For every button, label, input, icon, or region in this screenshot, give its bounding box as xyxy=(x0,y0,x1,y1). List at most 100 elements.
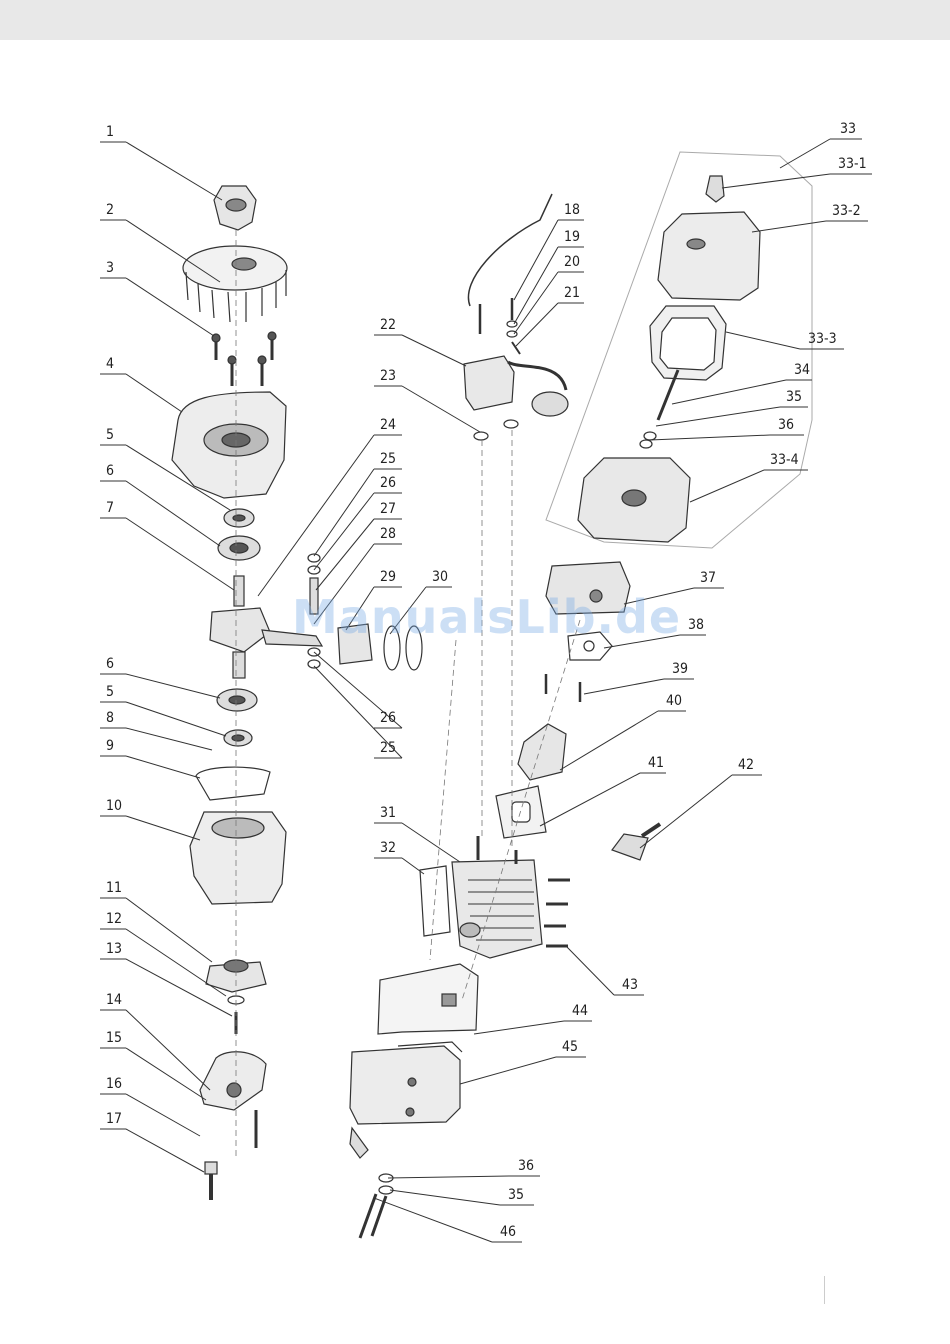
part-muffler xyxy=(350,1042,462,1158)
leader-line xyxy=(314,493,374,570)
callout-33: 33 xyxy=(840,121,856,137)
leader-line xyxy=(514,272,558,334)
callout-33-4: 33-4 xyxy=(770,452,799,468)
callout-40: 40 xyxy=(666,693,682,709)
part-bearings-lower xyxy=(217,689,257,746)
part-knob xyxy=(706,176,724,202)
callout-36: 36 xyxy=(778,417,794,433)
leader-line xyxy=(126,756,200,778)
callout-33-3: 33-3 xyxy=(808,331,837,347)
part-filter-bolt xyxy=(640,370,678,448)
leader-line xyxy=(726,332,800,349)
leader-line xyxy=(672,380,786,404)
callout-21: 21 xyxy=(564,285,580,301)
callout-24: 24 xyxy=(380,417,396,433)
leader-line xyxy=(126,1094,200,1136)
leader-line xyxy=(126,1048,206,1100)
leader-line xyxy=(126,816,200,840)
leader-line xyxy=(126,728,212,750)
callout-28: 28 xyxy=(380,526,396,542)
leader-line xyxy=(722,174,830,188)
callout-26: 26 xyxy=(380,475,396,491)
part-clutch xyxy=(200,1052,266,1148)
callout-6: 6 xyxy=(106,463,114,479)
part-insulator-gasket xyxy=(496,786,546,838)
part-bolt-17 xyxy=(205,1162,217,1200)
leader-line xyxy=(402,858,424,874)
callout-18: 18 xyxy=(564,202,580,218)
callout-45: 45 xyxy=(562,1039,578,1055)
page-edge-mark xyxy=(824,1276,825,1304)
callout-19: 19 xyxy=(564,229,580,245)
leader-line xyxy=(402,335,466,366)
callout-38: 38 xyxy=(688,617,704,633)
callout-26: 26 xyxy=(380,710,396,726)
callout-25: 25 xyxy=(380,451,396,467)
callout-6: 6 xyxy=(106,656,114,672)
callout-15: 15 xyxy=(106,1030,122,1046)
leader-line xyxy=(514,247,558,324)
leader-line xyxy=(650,435,770,440)
callout-11: 11 xyxy=(106,880,122,896)
leader-line xyxy=(514,220,558,300)
callout-12: 12 xyxy=(106,911,122,927)
callout-44: 44 xyxy=(572,1003,588,1019)
leader-line xyxy=(540,773,640,826)
callout-8: 8 xyxy=(106,710,114,726)
callout-5: 5 xyxy=(106,684,114,700)
part-filter-base xyxy=(578,458,690,542)
leader-line xyxy=(388,1176,510,1178)
callout-46: 46 xyxy=(500,1224,516,1240)
part-gasket-crankcase xyxy=(196,767,270,800)
callout-16: 16 xyxy=(106,1076,122,1092)
part-fan-housing xyxy=(172,392,286,498)
callout-36: 36 xyxy=(518,1158,534,1174)
callout-17: 17 xyxy=(106,1111,122,1127)
part-air-filter-cover xyxy=(658,212,760,300)
callout-31: 31 xyxy=(380,805,396,821)
callout-39: 39 xyxy=(672,661,688,677)
callout-32: 32 xyxy=(380,840,396,856)
callout-33-2: 33-2 xyxy=(832,203,861,219)
callout-35: 35 xyxy=(786,389,802,405)
callout-37: 37 xyxy=(700,570,716,586)
callout-5: 5 xyxy=(106,427,114,443)
leader-line xyxy=(126,374,182,412)
watermark: ManualsLib.de xyxy=(292,590,681,644)
callout-34: 34 xyxy=(794,362,810,378)
leader-line xyxy=(640,775,732,848)
callout-13: 13 xyxy=(106,941,122,957)
callout-43: 43 xyxy=(622,977,638,993)
part-intake-bolts xyxy=(546,674,580,702)
callout-10: 10 xyxy=(106,798,122,814)
leader-line xyxy=(126,518,234,590)
leader-line xyxy=(402,823,460,862)
part-spark-plug xyxy=(612,824,660,860)
leader-line xyxy=(126,674,220,698)
part-exhaust-gasket xyxy=(378,964,478,1034)
callout-41: 41 xyxy=(648,755,664,771)
part-cylinder xyxy=(420,836,570,958)
leader-line xyxy=(780,139,830,168)
callout-25: 25 xyxy=(380,740,396,756)
leader-line xyxy=(460,1057,556,1084)
leader-line xyxy=(390,1190,500,1205)
callout-35: 35 xyxy=(508,1187,524,1203)
callout-9: 9 xyxy=(106,738,114,754)
leader-line xyxy=(656,407,780,426)
part-crankcase xyxy=(190,812,286,904)
part-bearings-upper xyxy=(218,509,260,560)
leader-line xyxy=(560,711,658,770)
part-muffler-bolts xyxy=(360,1174,393,1238)
leader-line xyxy=(314,469,374,556)
leader-line xyxy=(126,898,212,962)
callout-1: 1 xyxy=(106,124,114,140)
leader-line xyxy=(474,1021,564,1034)
callout-4: 4 xyxy=(106,356,114,372)
leader-line xyxy=(690,470,764,502)
part-intake-manifold xyxy=(518,724,566,780)
callout-14: 14 xyxy=(106,992,122,1008)
callout-20: 20 xyxy=(564,254,580,270)
part-starter-pulley xyxy=(214,186,256,230)
